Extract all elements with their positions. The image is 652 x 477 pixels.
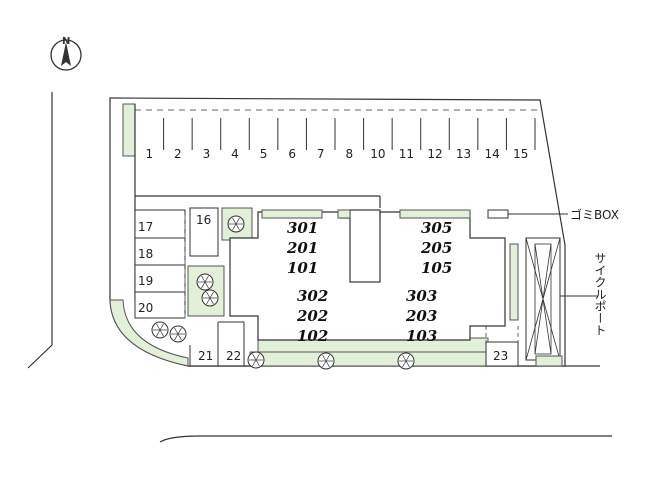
building-core xyxy=(349,209,381,283)
green-bar-b xyxy=(337,209,351,219)
parking-stall-7: 7 xyxy=(317,147,325,161)
compass-label: N xyxy=(62,36,70,47)
unit-103: 103 xyxy=(406,327,437,345)
parking-stall-16: 16 xyxy=(196,213,211,227)
parking-stall-3: 3 xyxy=(203,147,211,161)
unit-102: 102 xyxy=(297,327,328,345)
parking-stall-1: 1 xyxy=(145,147,153,161)
parking-stall-4: 4 xyxy=(231,147,239,161)
trees xyxy=(151,215,415,370)
parking-stall-17: 17 xyxy=(138,220,153,234)
units-block-a-north: 301 201 101 xyxy=(286,219,318,277)
unit-101: 101 xyxy=(287,259,318,277)
parking-stall-6: 6 xyxy=(288,147,296,161)
parking-west: 16 17 18 19 20 xyxy=(134,207,219,319)
parking-stall-8: 8 xyxy=(345,147,353,161)
parking-stall-10: 10 xyxy=(370,147,385,161)
parking-stall-15: 15 xyxy=(513,147,528,161)
parking-stall-20: 20 xyxy=(138,301,153,315)
green-strip-west xyxy=(122,103,136,157)
parking-stall-13: 13 xyxy=(456,147,471,161)
cycle-port-label: サイクルポート xyxy=(593,252,607,336)
unit-305: 305 xyxy=(421,219,452,237)
parking-stall-12: 12 xyxy=(427,147,442,161)
unit-205: 205 xyxy=(420,239,452,257)
parking-stall-2: 2 xyxy=(174,147,182,161)
parking-aisle-line xyxy=(135,195,381,208)
unit-303: 303 xyxy=(406,287,437,305)
garbage-box: ゴミBOX xyxy=(487,207,619,222)
tree-icon xyxy=(227,215,245,233)
north-compass: N xyxy=(50,36,82,71)
tree-icon xyxy=(201,289,219,307)
parking-stall-18: 18 xyxy=(138,247,153,261)
parking-stall-5: 5 xyxy=(260,147,268,161)
units-block-b-north: 305 205 105 xyxy=(420,219,452,277)
tree-icon xyxy=(169,325,187,343)
parking-stall-14: 14 xyxy=(485,147,500,161)
green-strip-south xyxy=(249,351,487,367)
tree-icon xyxy=(397,352,415,370)
tree-icon xyxy=(151,321,169,339)
west-road-edge xyxy=(27,92,53,369)
green-corner xyxy=(109,299,189,367)
tree-icon xyxy=(196,273,214,291)
cycle-port: サイクルポート xyxy=(525,237,607,367)
garbage-box-label: ゴミBOX xyxy=(570,207,619,222)
parking-stall-21: 21 xyxy=(198,349,213,363)
tree-icon xyxy=(247,351,265,369)
unit-201: 201 xyxy=(286,239,318,257)
units-block-b-south: 303 203 103 xyxy=(405,287,437,345)
parking-stall-23: 23 xyxy=(493,349,508,363)
unit-105: 105 xyxy=(421,259,452,277)
unit-203: 203 xyxy=(405,307,437,325)
parking-stall-11: 11 xyxy=(399,147,414,161)
parking-south: 21 22 23 xyxy=(189,321,519,367)
unit-302: 302 xyxy=(297,287,328,305)
green-bar-c xyxy=(399,209,471,219)
parking-stall-19: 19 xyxy=(138,274,153,288)
parking-stall-22: 22 xyxy=(226,349,241,363)
south-road-far-edge xyxy=(159,435,612,443)
green-bar-east xyxy=(509,243,519,321)
unit-202: 202 xyxy=(296,307,328,325)
units-block-a-south: 302 202 102 xyxy=(296,287,328,345)
green-bar-a xyxy=(261,209,323,219)
unit-301: 301 xyxy=(287,219,318,237)
tree-icon xyxy=(317,352,335,370)
